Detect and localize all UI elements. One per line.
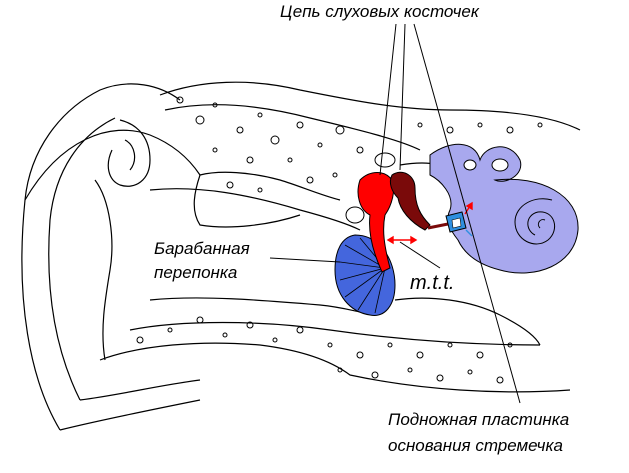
eardrum-label-line2: перепонка (154, 263, 238, 282)
incus (389, 171, 431, 231)
auricle-outline (21, 81, 581, 431)
tensor-tympani-label: m.t.t. (410, 272, 455, 294)
leader-lines (269, 23, 521, 404)
eardrum-label-line1: Барабанная (154, 239, 250, 258)
bone-texture (136, 96, 543, 384)
movement-arrows (386, 201, 473, 245)
inner-ear (429, 143, 579, 274)
ossicle-chain-label: Цепь слуховых косточек (280, 2, 479, 21)
eardrum (334, 234, 396, 316)
stapes (427, 211, 467, 233)
stapes-footplate-label-line2: основания стремечка (388, 436, 563, 455)
stapes-footplate-label-line1: Подножная пластинка (388, 410, 570, 429)
